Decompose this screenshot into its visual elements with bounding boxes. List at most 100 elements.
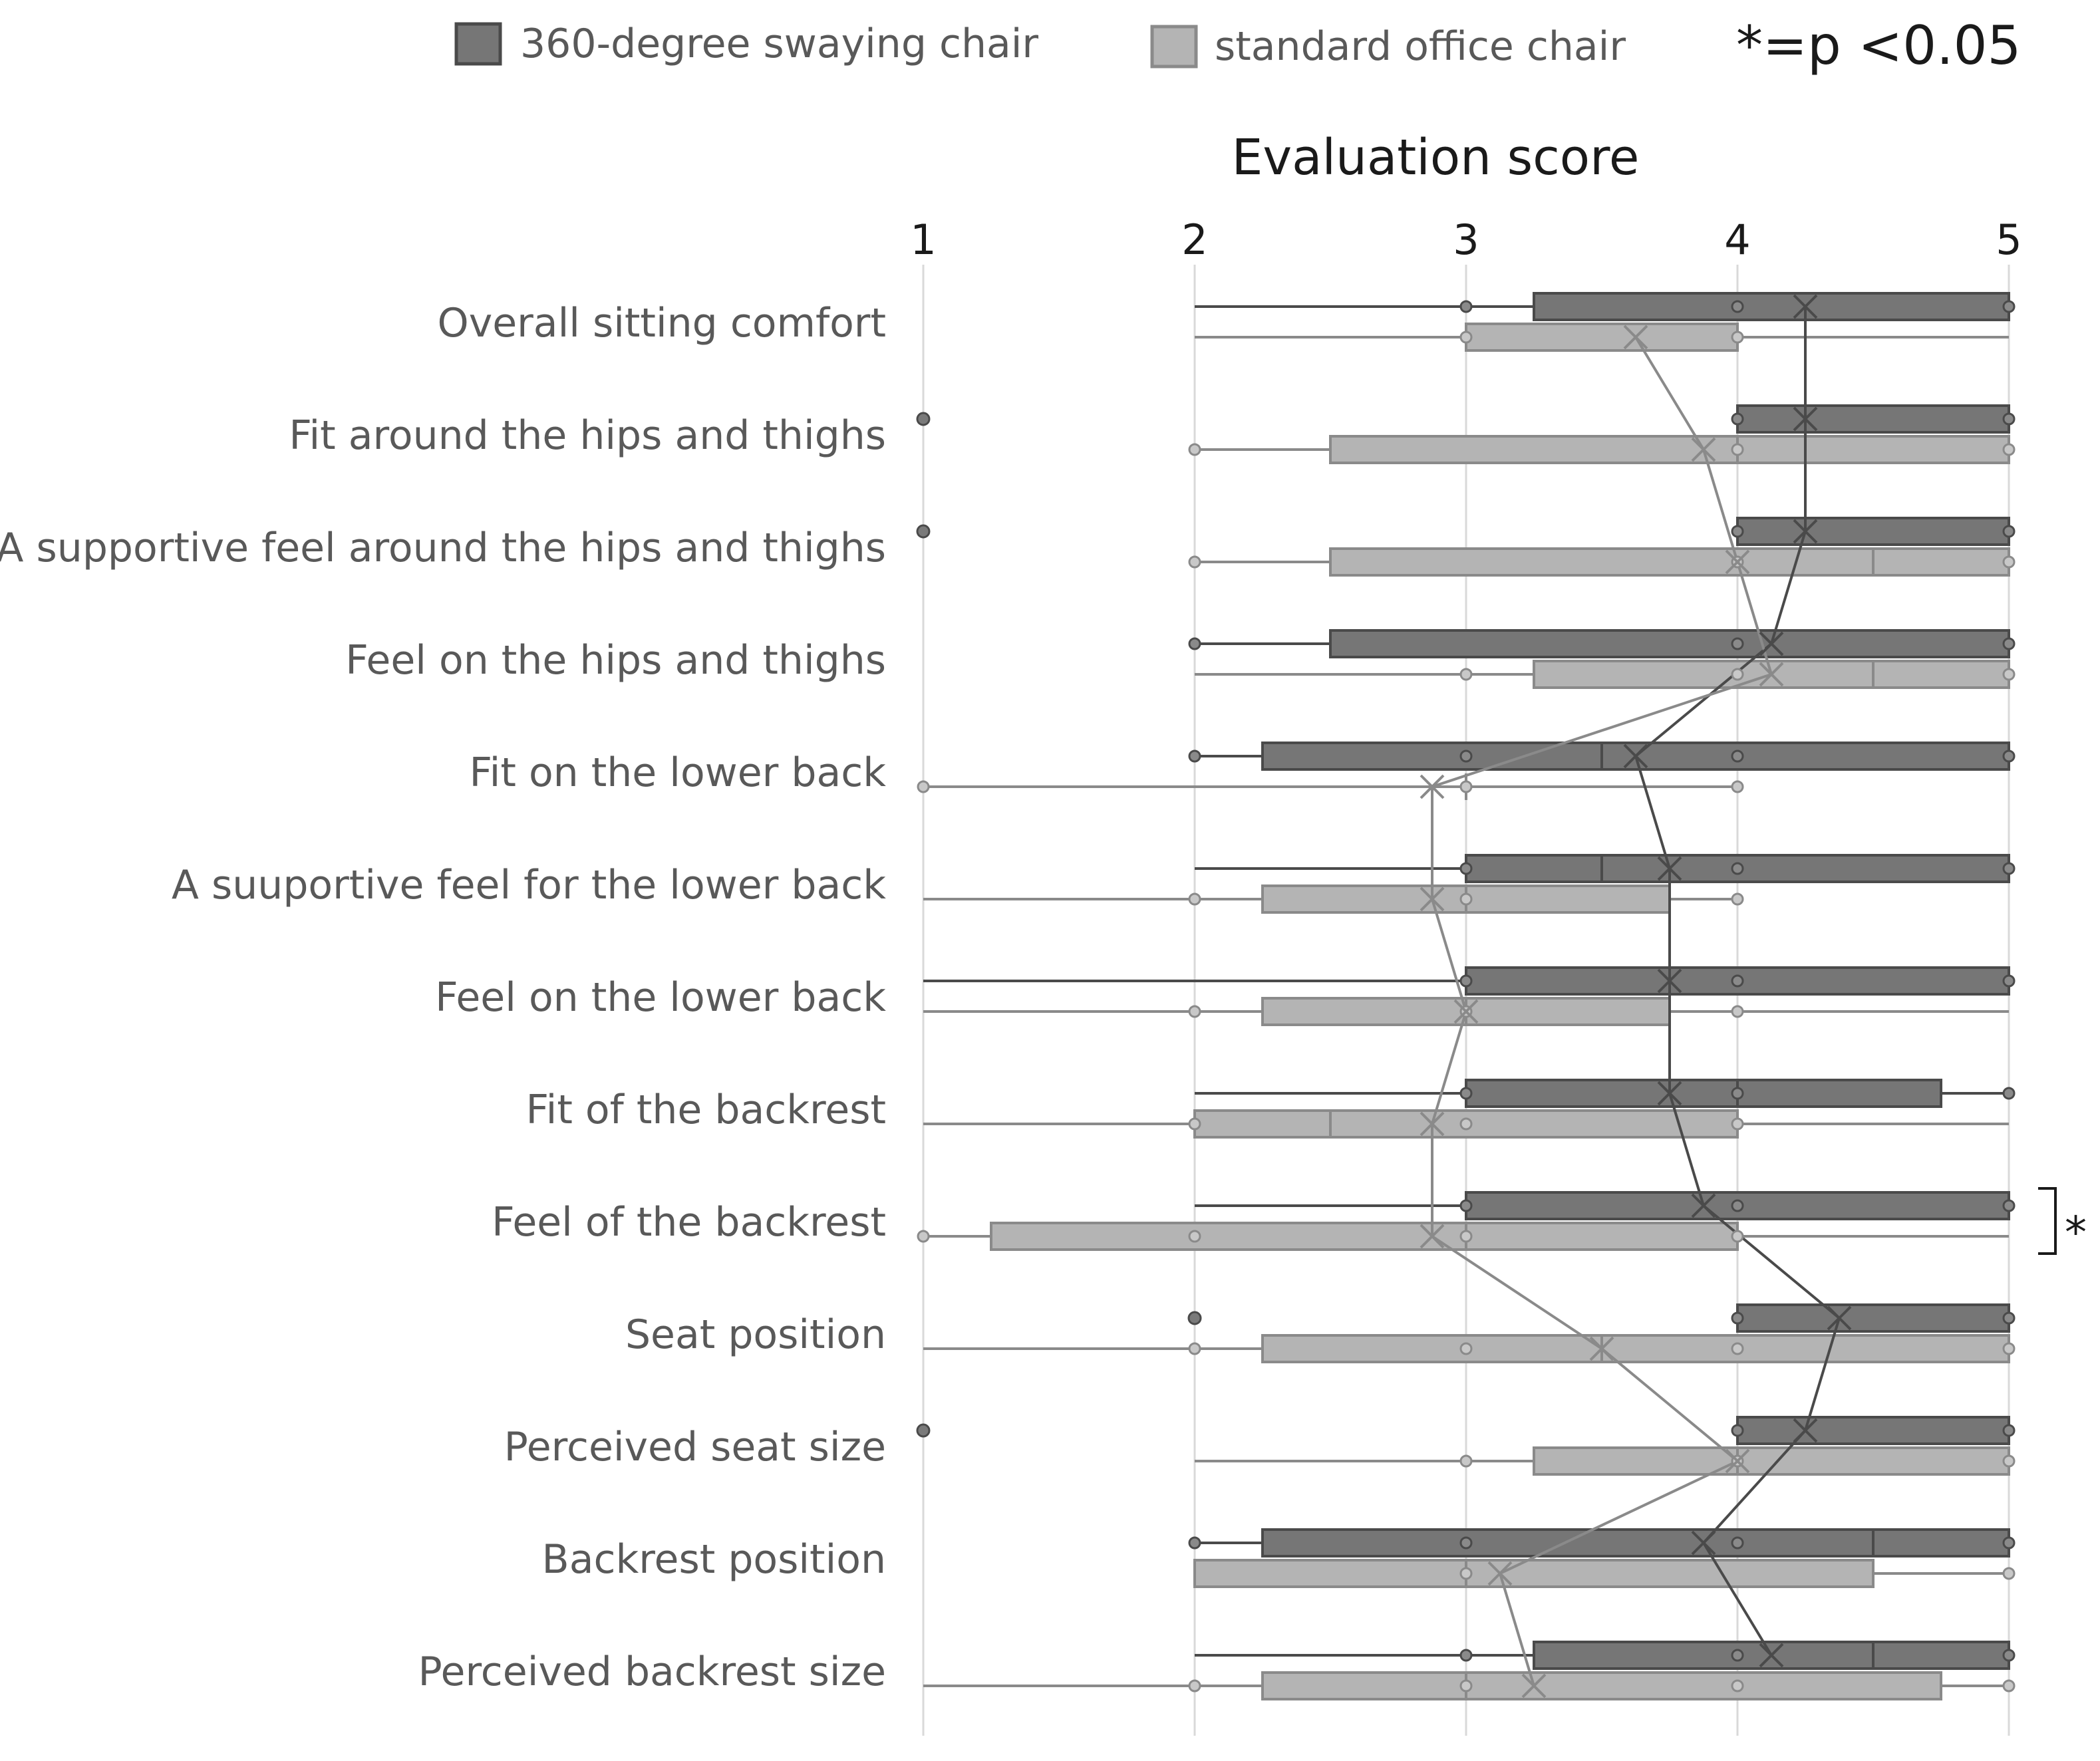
mean-marker-stroke [1725,1448,1750,1474]
significance-star: * [2065,1207,2087,1258]
data-point [1731,1342,1744,1355]
data-point [1459,862,1473,875]
x-axis-title: Evaluation score [1232,129,1640,186]
data-point [1188,1536,1201,1550]
significance-note: *=p <0.05 [1736,15,2021,76]
data-point [1459,1649,1473,1662]
mean-marker-stroke [1691,437,1716,462]
data-point [1188,555,1201,569]
data-point [1459,1230,1473,1243]
mean-marker-stroke [1420,1224,1445,1249]
significance-brackets: * [2038,1187,2087,1258]
box-swaying [1736,1416,2010,1445]
data-point [1459,974,1473,988]
mean-markers [1420,294,1852,1698]
data-point [1188,1342,1201,1355]
data-point [1731,412,1744,426]
data-point [2002,1311,2016,1325]
data-point [1731,892,1744,906]
legend: 360-degree swaying chair standard office… [454,15,2021,76]
data-point [1731,749,1744,763]
box-swaying [1465,966,2010,996]
data-point [1188,1005,1201,1018]
mean-marker-stroke [1521,1673,1547,1698]
whiskers [923,305,2009,1687]
box-swaying [1261,742,2010,771]
legend-swatch-standard [1150,25,1198,68]
category-label: A suuportive feel for the lower back [172,862,886,908]
box-standard [1329,435,2010,464]
data-point [1731,1536,1744,1550]
mean-marker-stroke [1623,744,1648,769]
category-label: Feel of the backrest [492,1199,886,1246]
data-point [1731,1230,1744,1243]
legend-label-swaying: 360-degree swaying chair [520,21,1038,67]
mean-marker-stroke [1623,325,1648,350]
data-point [2002,1649,2016,1662]
data-point [2002,1679,2016,1693]
data-point [1731,1199,1744,1212]
category-label: Feel on the hips and thighs [345,637,886,684]
category-label: Overall sitting comfort [437,300,886,346]
mean-marker-stroke [1420,1111,1445,1137]
box-swaying [1736,1303,2010,1333]
data-point [1731,443,1744,456]
data-point [1731,1424,1744,1437]
data-point [1459,1567,1473,1580]
box-swaying [1533,292,2010,321]
x-tick-label: 4 [1724,215,1750,264]
category-label: Fit around the hips and thighs [289,412,886,459]
box-standard [1193,1559,1875,1588]
data-point [2002,637,2016,650]
data-point [1731,637,1744,650]
data-point [1459,1199,1473,1212]
data-point [2002,1536,2016,1550]
box-swaying [1329,629,2010,658]
data-point [2002,1454,2016,1468]
data-point [1731,668,1744,681]
data-point [2002,749,2016,763]
data-point [1731,974,1744,988]
data-point [917,1230,930,1243]
data-point [1731,1649,1744,1662]
data-point [2002,1342,2016,1355]
data-point [1459,1536,1473,1550]
box-swaying [1465,1079,1942,1108]
data-point [1188,749,1201,763]
data-point [2002,1424,2016,1437]
mean-marker-stroke [1725,549,1750,575]
data-point [1459,1087,1473,1100]
outlier-point [1187,1311,1202,1325]
data-point [1731,1005,1744,1018]
data-point [1459,892,1473,906]
data-point [1459,780,1473,793]
mean-marker-stroke [1691,1193,1716,1218]
mean-marker-stroke [1420,774,1445,799]
category-label: Feel on the lower back [435,974,886,1021]
mean-marker-stroke [1759,662,1784,687]
mean-marker-stroke [1759,631,1784,656]
data-point [1188,1679,1201,1693]
data-point [1731,300,1744,313]
category-label: Fit on the lower back [470,749,887,796]
mean-marker-stroke [1793,1418,1818,1443]
data-point [1731,1087,1744,1100]
data-point [1731,1311,1744,1325]
boxes [990,292,2010,1700]
category-label: Perceived backrest size [418,1649,886,1695]
box-swaying [1261,1528,2010,1558]
outlier-point [916,524,931,539]
box-swaying [1736,404,2010,434]
data-point [1188,1117,1201,1131]
data-point [2002,1199,2016,1212]
data-point [1459,300,1473,313]
data-point [1459,1117,1473,1131]
data-point [917,780,930,793]
data-point [1459,668,1473,681]
box-swaying [1736,517,2010,546]
category-label: Seat position [625,1311,886,1358]
outlier-point [916,1423,931,1438]
